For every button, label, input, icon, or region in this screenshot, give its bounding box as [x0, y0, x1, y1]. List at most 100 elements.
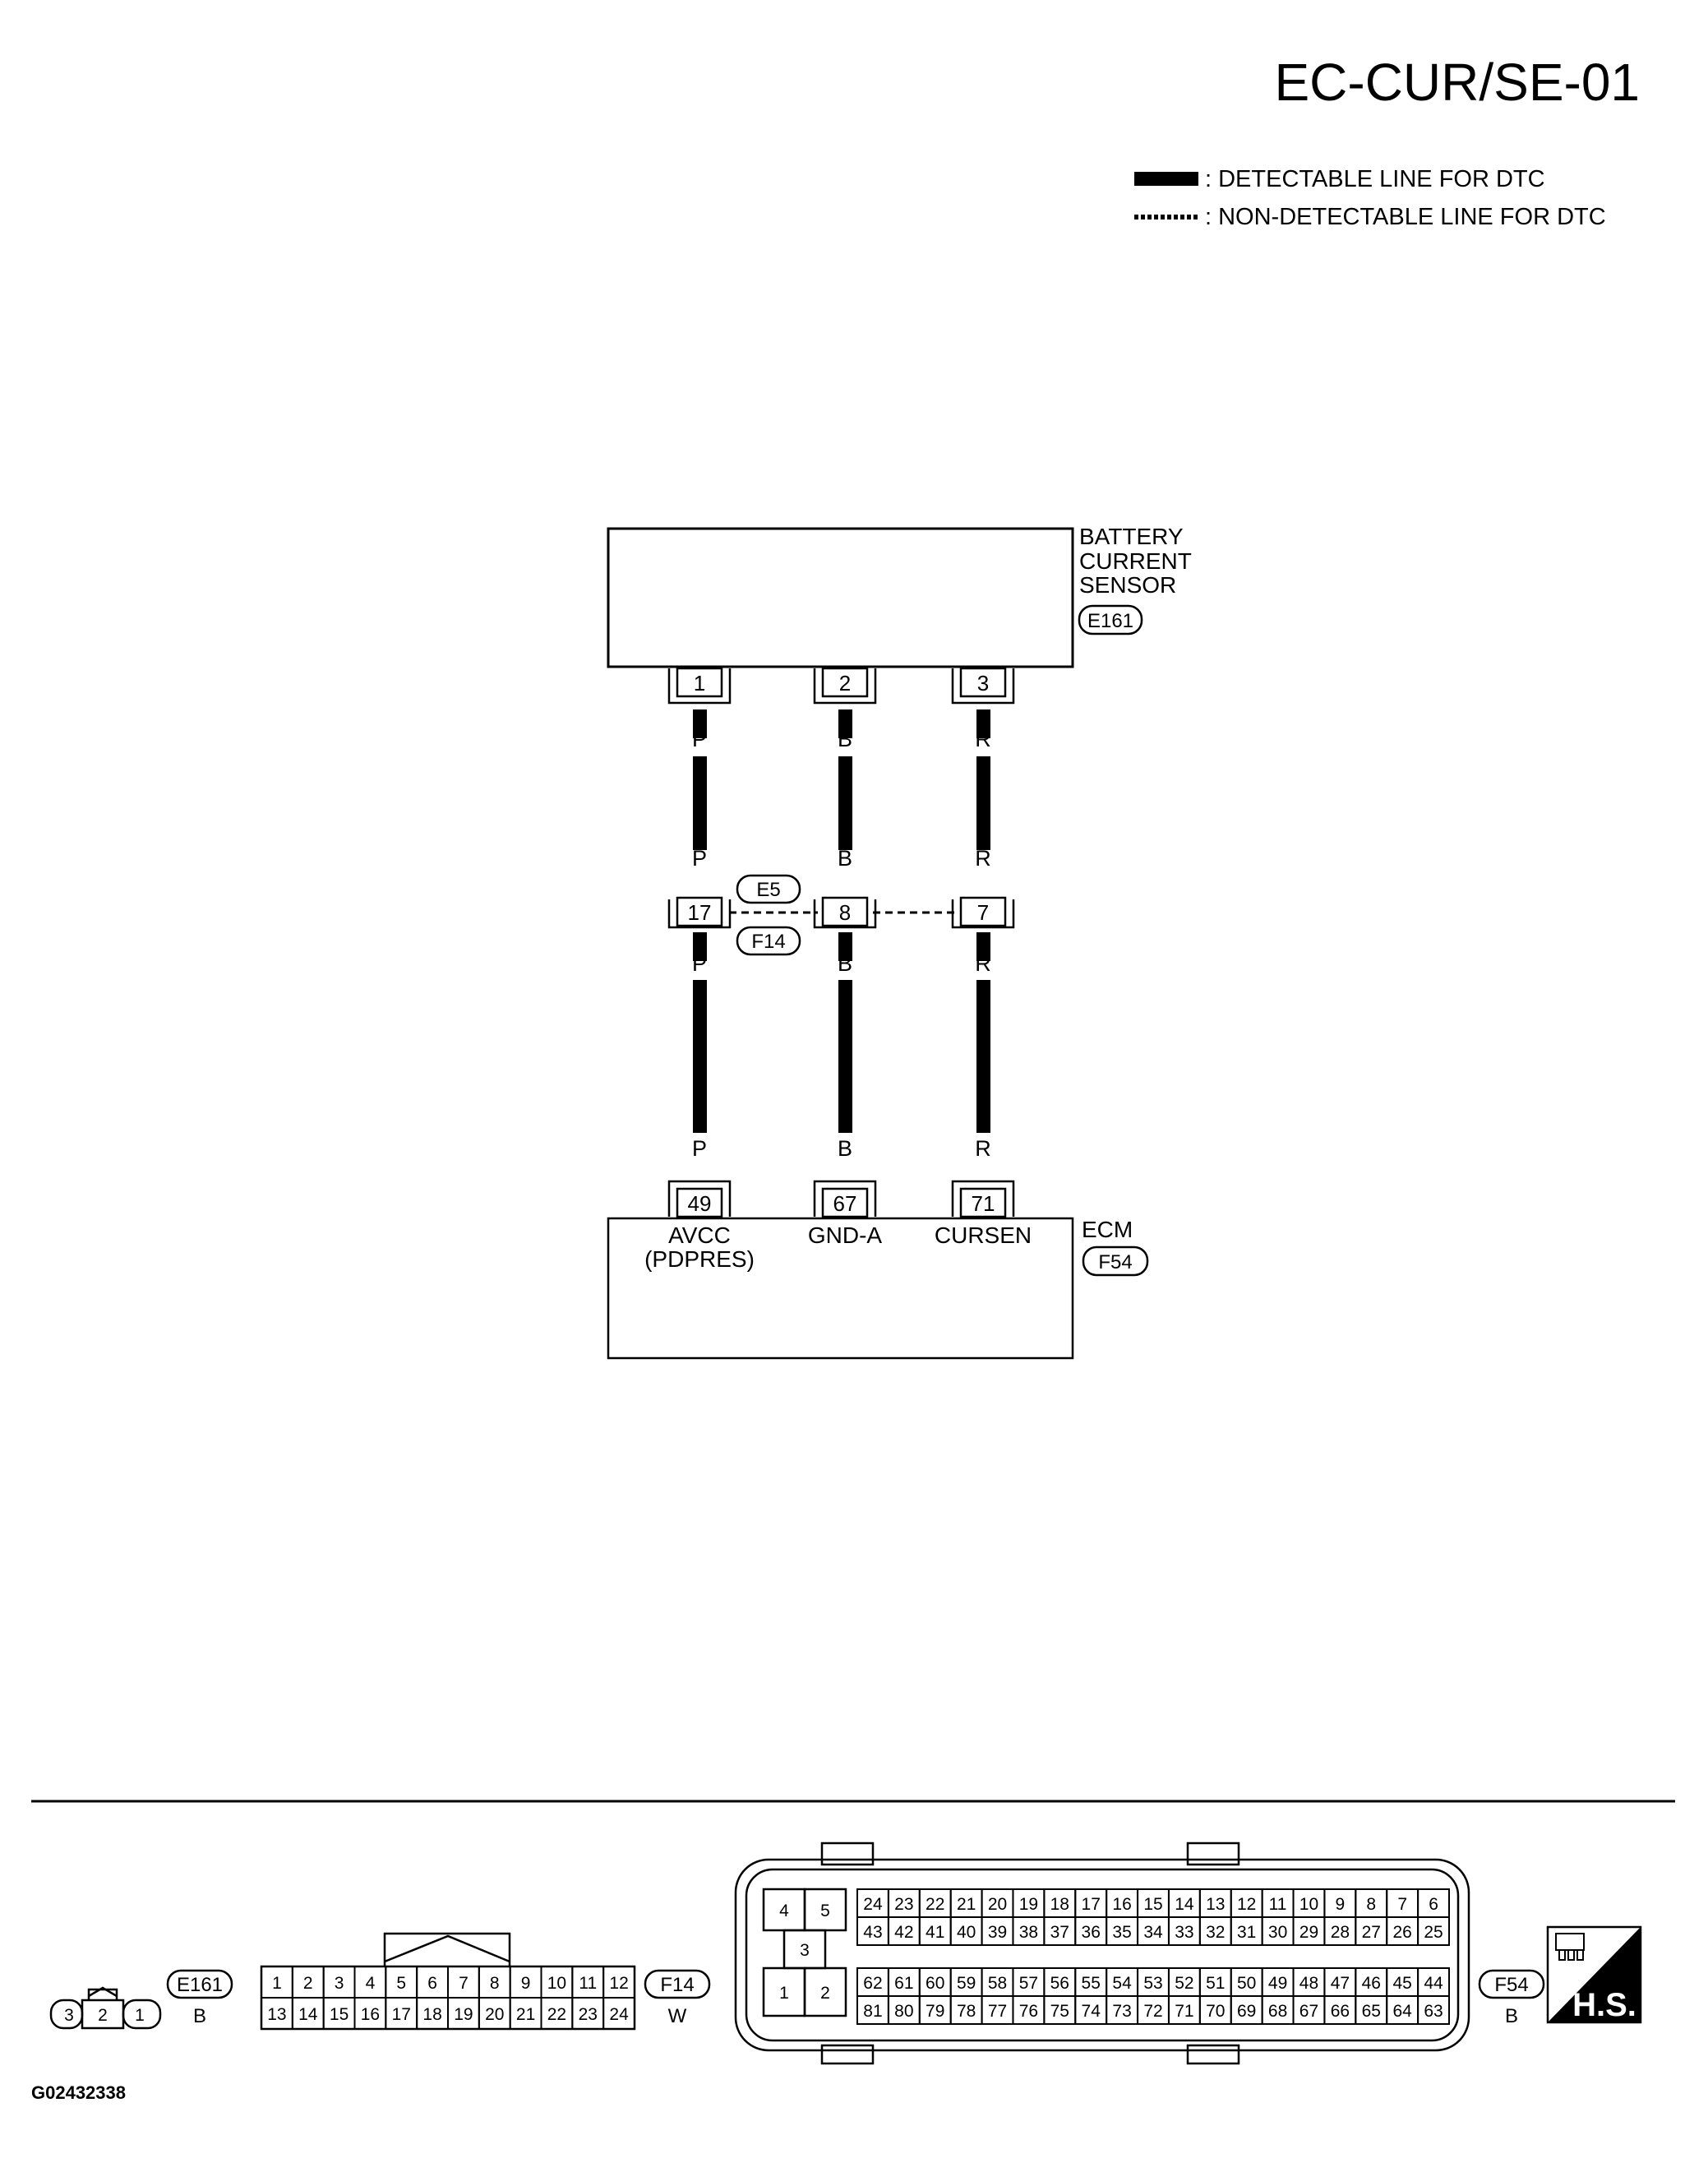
- wire-1-lower: [693, 932, 707, 961]
- pin-number: 49: [1268, 1974, 1287, 1993]
- pin-number: 16: [1112, 1895, 1131, 1914]
- pin-number: 57: [1019, 1974, 1038, 1993]
- hs-triangle: [1548, 1927, 1641, 2022]
- pin-number: 4: [366, 1974, 376, 1993]
- wire-color-label: P: [692, 846, 707, 871]
- pin-number: 21: [516, 2005, 535, 2024]
- pin-number: 56: [1050, 1974, 1069, 1993]
- f14-tag-frame: [644, 1969, 711, 1999]
- joint-pin-label: 17: [688, 900, 712, 925]
- sensor-name-line-3: SENSOR: [1079, 572, 1176, 598]
- pin-number: 7: [459, 1974, 469, 1993]
- pin-number: 38: [1019, 1923, 1038, 1942]
- f54-pin: 5: [820, 1902, 830, 1920]
- sensor-pins: [667, 667, 1015, 705]
- pin-number: 81: [863, 2002, 882, 2021]
- e161-pin: 2: [98, 2006, 108, 2025]
- pin-number: 14: [298, 2005, 318, 2024]
- pin-cell: [1417, 1916, 1450, 1946]
- pin-number: 64: [1392, 2002, 1412, 2021]
- connector-e161-face: 3 2 1 E161 B: [49, 1969, 233, 2030]
- pin-number: 6: [1429, 1895, 1438, 1914]
- wires: [693, 709, 990, 1133]
- joint-pin-label: 7: [977, 900, 989, 925]
- wire-1-lower-b: [693, 980, 707, 1133]
- pin-number: 16: [361, 2005, 380, 2024]
- legend-non-detectable-label: : NON-DETECTABLE LINE FOR DTC: [1205, 204, 1606, 230]
- wire-2-upper: [838, 709, 852, 738]
- pin-number: 41: [926, 1923, 944, 1942]
- pin-cell: [602, 1997, 636, 2030]
- pin-number: 68: [1268, 2002, 1287, 2021]
- connector-key-peak: [88, 1986, 118, 1998]
- pin-number: 8: [490, 1974, 500, 1993]
- pin-number: 9: [1336, 1895, 1346, 1914]
- ecm-terminal-sub: (PDPRES): [644, 1246, 755, 1272]
- pin-number: 13: [1206, 1895, 1225, 1914]
- pin-number: 26: [1392, 1923, 1411, 1942]
- pin-cell: [1417, 1995, 1450, 2025]
- pin-number: 53: [1143, 1974, 1162, 1993]
- pin-number: 60: [926, 1974, 944, 1993]
- pin-number: 22: [926, 1895, 944, 1914]
- f14-tag: F14: [660, 1974, 694, 1996]
- pin-number: 27: [1362, 1923, 1381, 1942]
- pin-number: 46: [1362, 1974, 1381, 1993]
- pin-number: 23: [894, 1895, 913, 1914]
- pin-bracket: [667, 899, 732, 929]
- pin-number: 30: [1268, 1923, 1287, 1942]
- pin-number: 31: [1237, 1923, 1256, 1942]
- f54-latch: [820, 2044, 875, 2065]
- wire-color-label: P: [692, 727, 707, 751]
- pin-box: [803, 1966, 847, 2017]
- pin-bracket: [951, 1180, 1015, 1217]
- pin-number: 35: [1112, 1923, 1131, 1942]
- f54-pin: 2: [820, 1984, 830, 2003]
- pin-number: 18: [1050, 1895, 1069, 1914]
- wire-color-label: R: [975, 846, 991, 871]
- pin-box: [821, 896, 869, 927]
- pin-box: [821, 667, 869, 698]
- wire-1-upper: [693, 709, 707, 738]
- wire-2-upper-b: [838, 756, 852, 850]
- pin-box: [676, 1187, 723, 1218]
- sensor-pin-label: 3: [977, 671, 989, 696]
- pin-number: 66: [1331, 2002, 1350, 2021]
- pin-number: 70: [1206, 2002, 1225, 2021]
- pin-number: 48: [1299, 1974, 1318, 1993]
- hs-label: H.S.: [1572, 1987, 1636, 2023]
- legend-detectable-label: : DETECTABLE LINE FOR DTC: [1205, 166, 1545, 192]
- pin-number: 42: [894, 1923, 913, 1942]
- joint-connector: [667, 874, 1015, 956]
- pin-number: 71: [1175, 2002, 1193, 2021]
- battery-current-sensor: BATTERY CURRENT SENSOR E161: [607, 524, 1192, 668]
- pin-number: 24: [609, 2005, 629, 2024]
- f54-latch: [1186, 2044, 1240, 2065]
- pin-number: 61: [894, 1974, 913, 1993]
- f54-inner-shell: [745, 1868, 1460, 2042]
- pin-number: 33: [1175, 1923, 1193, 1942]
- e161-tag-frame: [166, 1969, 233, 1999]
- pin-bracket: [813, 899, 877, 929]
- diagram-title: EC-CUR/SE-01: [1274, 53, 1640, 112]
- wire-color-label: B: [838, 846, 852, 871]
- joint-tag-top: E5: [756, 879, 780, 901]
- f14-key: [383, 1932, 511, 1966]
- pin-number: 11: [1269, 1895, 1287, 1914]
- pin-number: 34: [1143, 1923, 1163, 1942]
- wire-2-lower-b: [838, 980, 852, 1133]
- pin-number: 15: [1143, 1895, 1162, 1914]
- f54-color: B: [1505, 2005, 1518, 2027]
- pin-number: 45: [1392, 1974, 1411, 1993]
- pin-number: 2: [303, 1974, 313, 1993]
- joint-tag-top-frame: [736, 874, 801, 904]
- pin-number: 40: [957, 1923, 976, 1942]
- sensor-box: [607, 527, 1074, 668]
- pin-number: 3: [335, 1974, 344, 1993]
- pin-number: 6: [427, 1974, 437, 1993]
- pin-number: 19: [454, 2005, 473, 2024]
